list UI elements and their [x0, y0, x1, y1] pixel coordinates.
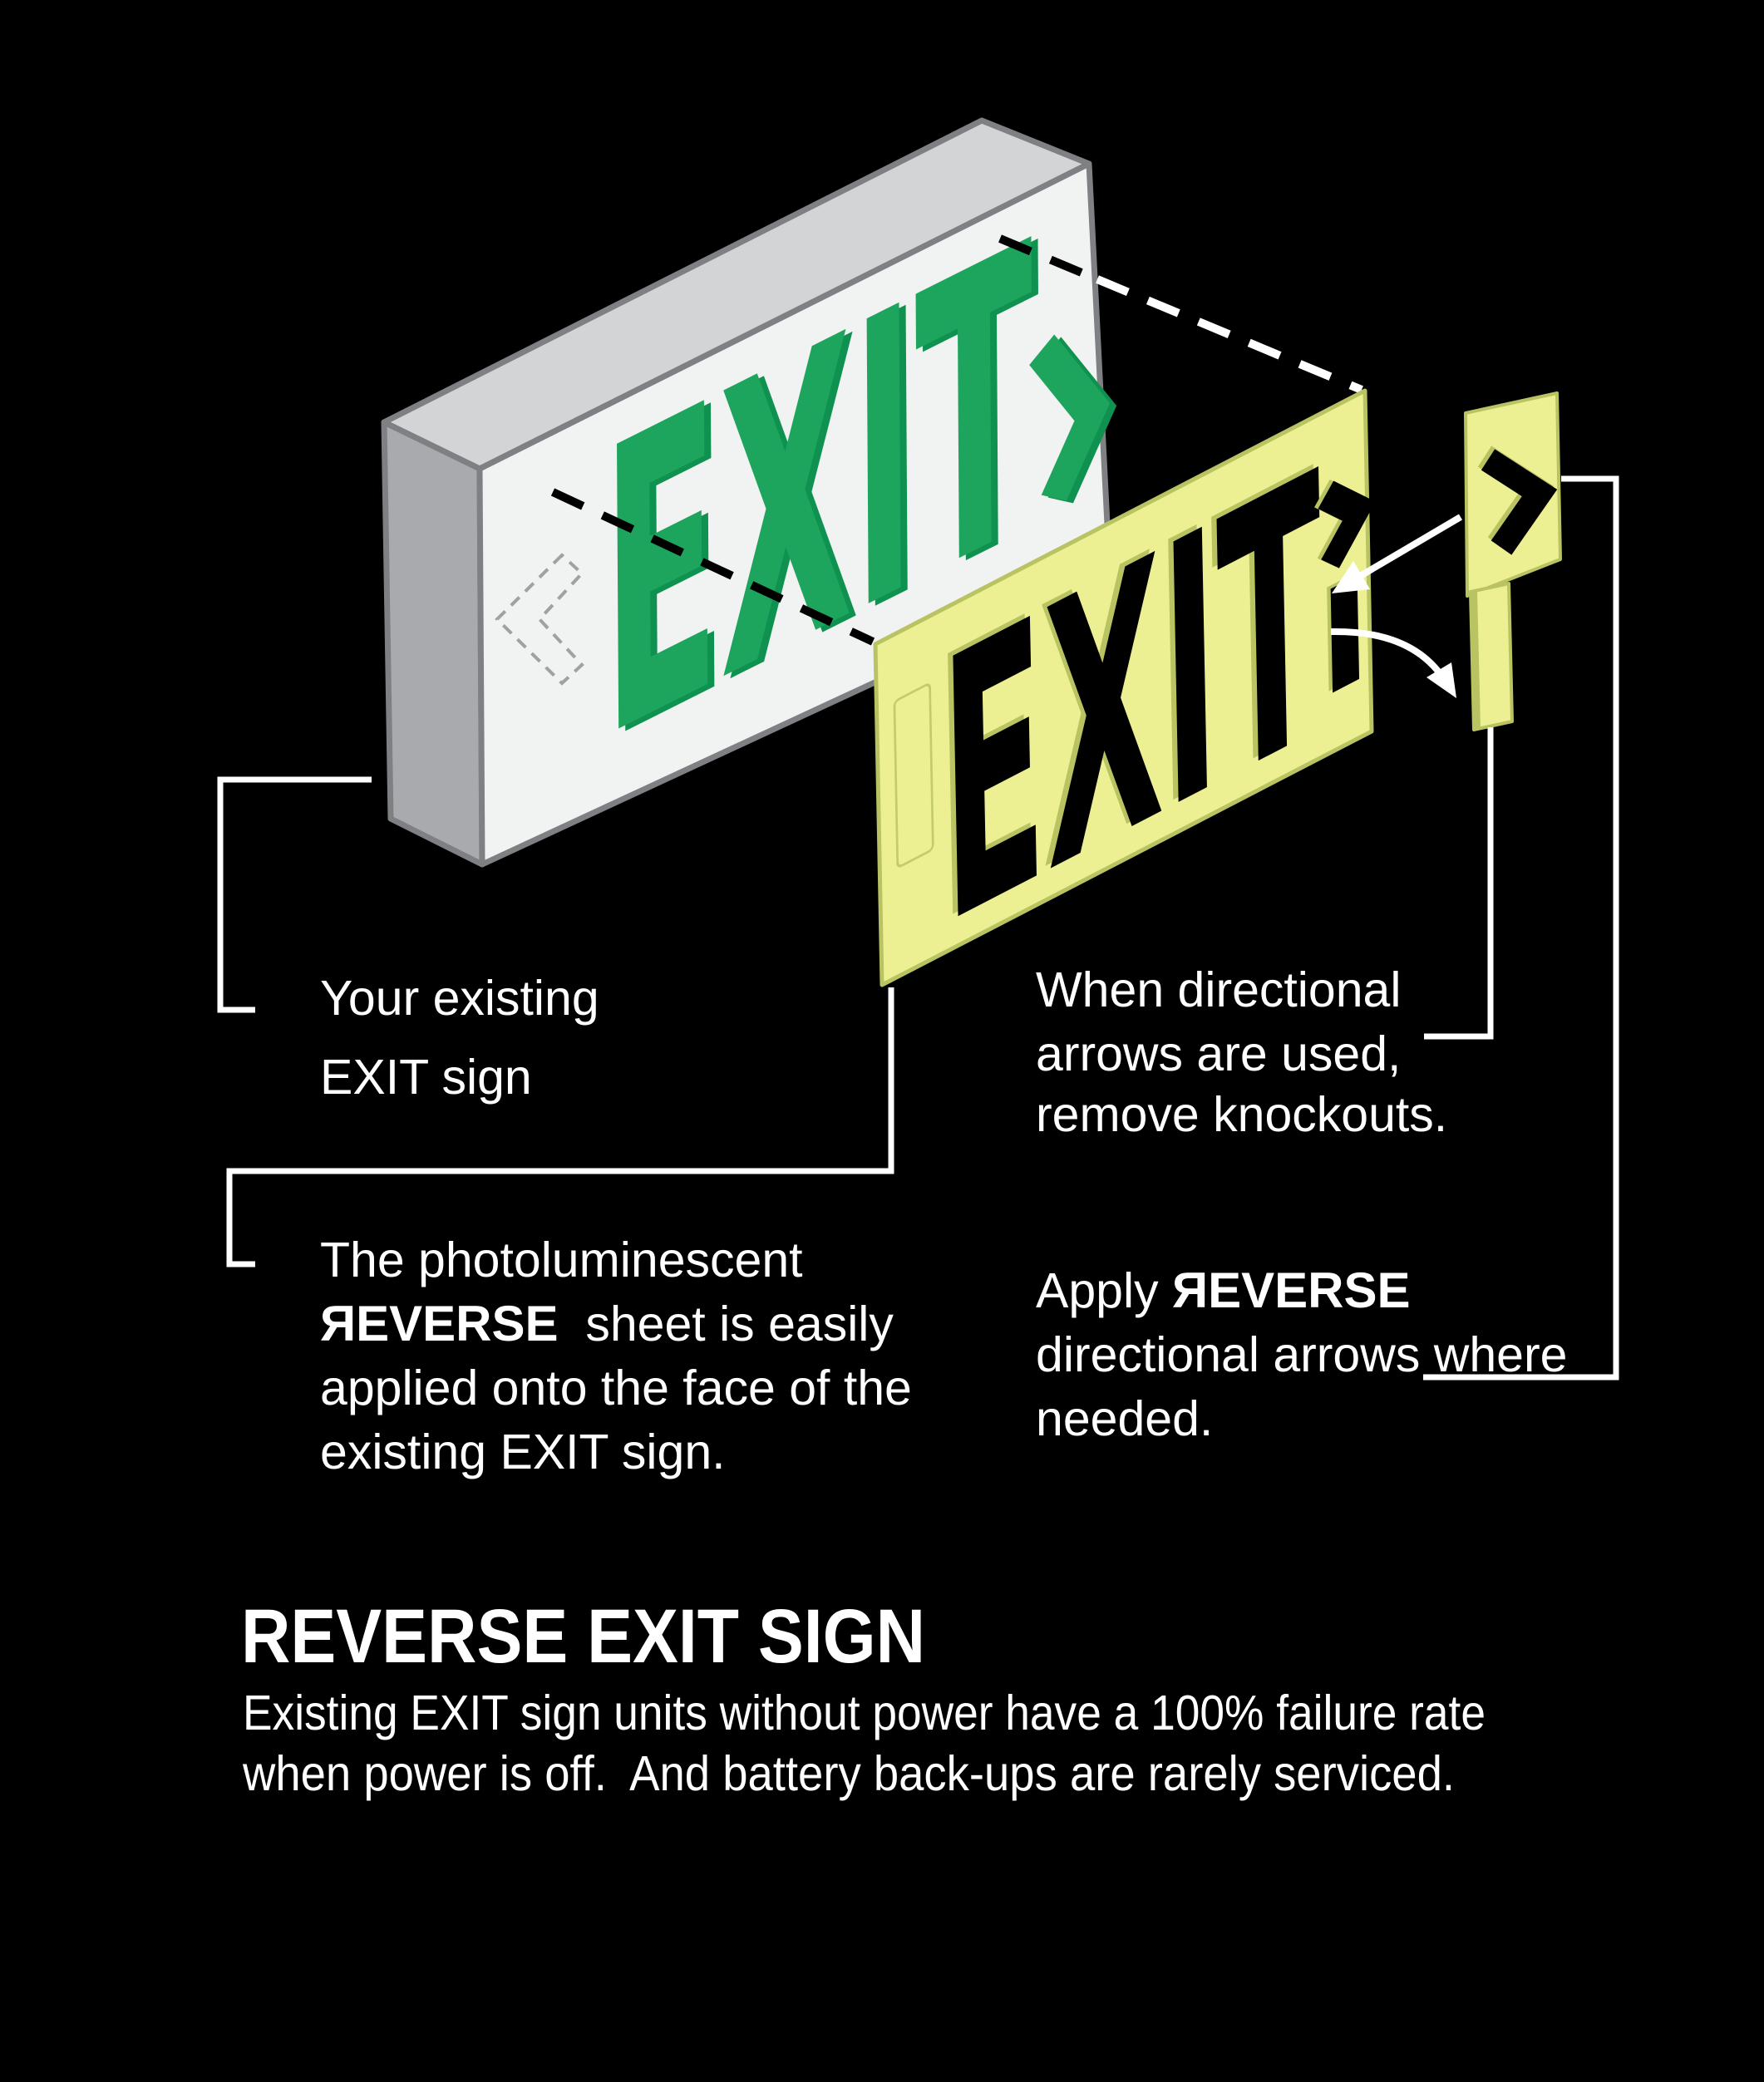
sheet-panel — [873, 388, 1374, 987]
projection-dashed-line-top-on-face — [998, 234, 1099, 283]
callout-apply-line3: needed. — [1036, 1391, 1213, 1446]
reverse-brand-word: ЯEVERSE — [1172, 1262, 1411, 1318]
reverse-brand-word: ЯEVERSE — [320, 1296, 559, 1351]
callout-knockouts-line2: arrows are used, — [1036, 1026, 1401, 1081]
callout-knockouts-line3: remove knockouts. — [1036, 1087, 1447, 1142]
right-chevron-icon — [1029, 334, 1111, 501]
callout-sheet: The photoluminescent ЯEVERSE sheet is ea… — [320, 1233, 912, 1479]
projection-dashed-line-bottom — [550, 488, 875, 646]
callout-existing-sign: Your existing EXIT sign — [320, 971, 599, 1105]
callout-line-existing-sign — [217, 776, 372, 1013]
swap-arrow-head — [1332, 561, 1370, 593]
footer-body-line2: when power is off. And battery back-ups … — [242, 1746, 1455, 1801]
phantom-knockout-arrow-outline — [495, 553, 584, 686]
callout-sheet-line3: applied onto the face of the — [320, 1361, 912, 1415]
chevron-panel-hole — [1481, 449, 1558, 555]
callout-lines — [217, 475, 1619, 1381]
bar-piece-side-shade — [1471, 590, 1481, 730]
exit-sign-box — [381, 117, 1113, 868]
callout-knockouts: When directional arrows are used, remove… — [1036, 962, 1447, 1142]
bar-piece-shape — [1469, 582, 1514, 731]
callout-line-knockouts — [1424, 727, 1494, 1040]
sheet-chevron-knockout-hole — [1318, 480, 1376, 568]
callout-apply-arrows: Apply ЯEVERSE directional arrows where n… — [1036, 1262, 1567, 1446]
callout-knockouts-line1: When directional — [1036, 962, 1401, 1017]
footer-heading: REVERSE EXIT SIGN — [241, 1594, 925, 1679]
sheet-peel-tab-outline — [893, 683, 934, 868]
callout-apply-line2: directional arrows where — [1036, 1327, 1567, 1382]
callout-line-sheet — [226, 987, 894, 1267]
sign-box-side-face — [381, 419, 485, 868]
drop-arrow-head — [1426, 662, 1456, 698]
footer-body-line1: Existing EXIT sign units without power h… — [243, 1686, 1486, 1740]
callout-existing-sign-line2: EXIT sign — [320, 1050, 532, 1105]
footer-section: REVERSE EXIT SIGN Existing EXIT sign uni… — [241, 1594, 1486, 1801]
callout-sheet-line4: existing EXIT sign. — [320, 1425, 726, 1479]
callout-existing-sign-line1: Your existing — [320, 971, 599, 1026]
chevron-knockout-panel — [1464, 391, 1562, 598]
callout-sheet-line1: The photoluminescent — [320, 1233, 803, 1287]
swap-arrow-shaft — [1355, 514, 1463, 581]
chevron-panel-shape — [1464, 391, 1562, 598]
callout-sheet-line2: ЯEVERSE sheet is easily — [320, 1296, 894, 1351]
callout-line-apply-arrows — [1423, 475, 1619, 1381]
bar-knockout-piece — [1469, 582, 1514, 731]
callout-apply-line1: Apply ЯEVERSE — [1036, 1262, 1411, 1318]
transfer-arrows — [1330, 514, 1463, 698]
projection-dashed-line-top-on-black — [1096, 275, 1363, 394]
